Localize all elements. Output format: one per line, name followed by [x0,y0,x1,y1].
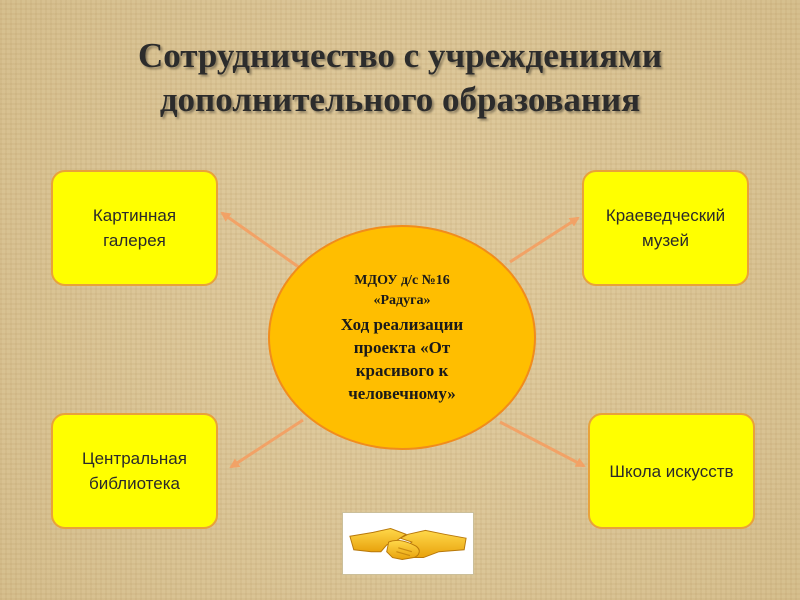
arrow-to-bottom-left [229,418,304,469]
center-node: МДОУ д/с №16 «Радуга» Ход реализации про… [268,225,536,450]
node-label: Краеведческий [605,206,726,225]
center-line-2: «Радуга» [373,292,431,308]
handshake-icon [342,512,474,575]
center-line-5: красивого к [355,360,449,380]
node-art-school: Школа искусств [588,413,755,529]
arrow-to-bottom-right [499,420,586,468]
node-central-library: Центральная библиотека [51,413,218,529]
center-line-6: человечному» [348,383,456,403]
node-label: Картинная [92,206,177,225]
handshake-image [349,527,467,560]
arrow-to-top-right [509,216,580,264]
center-line-4: проекта «От [353,337,451,357]
page-title: Сотрудничество с учреждениями дополнител… [0,34,800,122]
node-label: галерея [103,231,166,250]
node-label: Школа искусств [609,461,734,481]
node-label: музей [642,231,689,250]
node-local-history-museum: Краеведческий музей [582,170,749,286]
node-label: Центральная [82,449,187,468]
title-line-2: дополнительного образования [159,80,641,119]
title-line-1: Сотрудничество с учреждениями [137,36,663,75]
center-line-3: Ход реализации [340,314,464,334]
node-label: библиотека [88,474,180,493]
arrow-to-top-left [220,211,301,270]
node-picture-gallery: Картинная галерея [51,170,218,286]
center-line-1: МДОУ д/с №16 [354,272,450,288]
